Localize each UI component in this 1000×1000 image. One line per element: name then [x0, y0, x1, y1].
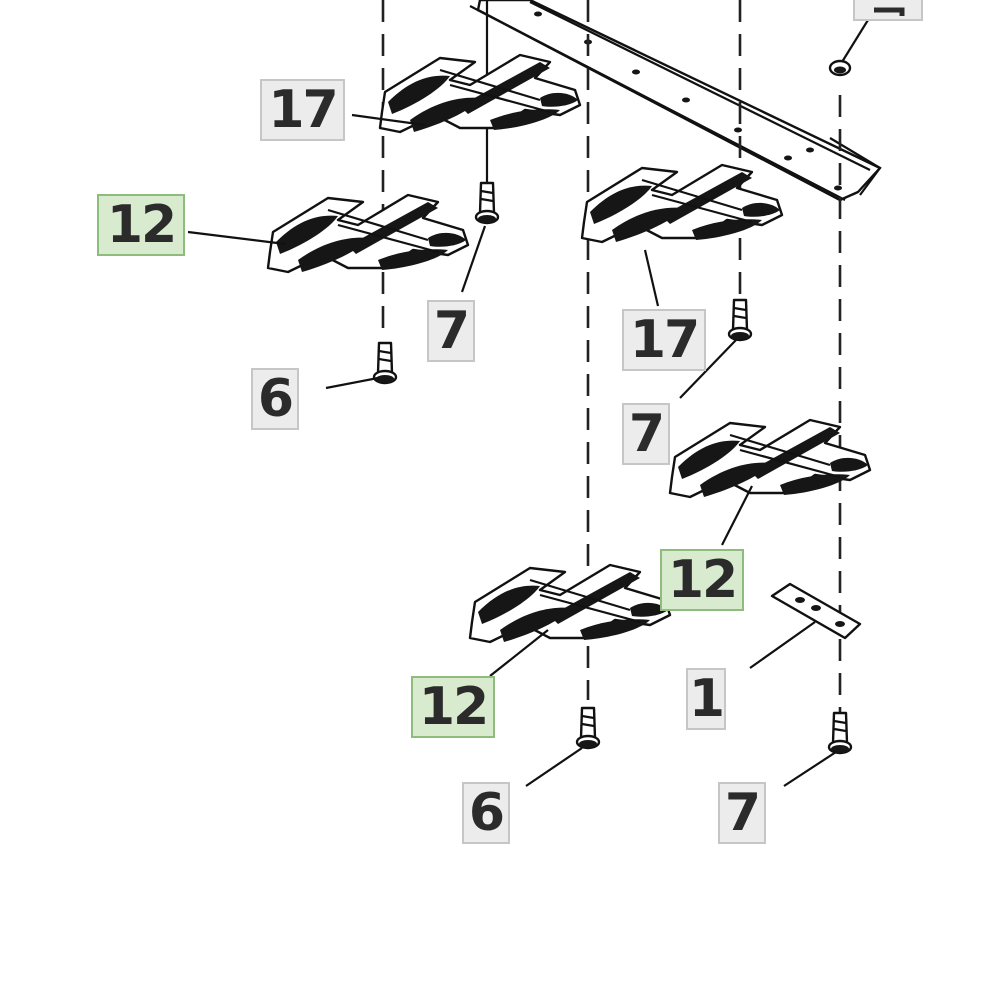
callout-6-lower: 6: [462, 782, 510, 844]
callout-7-upper: 7: [427, 300, 475, 362]
callout-12-lower: 12: [411, 676, 495, 738]
leader-lines: [187, 113, 837, 787]
nut: [828, 19, 869, 77]
guard-17-upper: [378, 53, 582, 134]
callout-7-lower: 7: [718, 782, 766, 844]
callout-6-left: 6: [251, 368, 299, 430]
callout-1: 1: [686, 668, 726, 730]
bolt-7-c: [827, 711, 853, 755]
callout-17-upper: 17: [260, 79, 345, 141]
cutter-bar-beam: [469, 0, 882, 202]
bolt-7-b: [727, 298, 753, 342]
bolt-6-b: [575, 706, 601, 750]
clip-plate: [770, 582, 862, 640]
bolt-6-a: [372, 341, 398, 385]
guard-17-right: [580, 163, 784, 244]
guard-12-lower: [468, 563, 672, 644]
callout-7-mid: 7: [622, 403, 670, 465]
callout-12-right: 12: [660, 549, 744, 611]
bolt-7-a: [474, 181, 500, 225]
callout-12-left: 12: [97, 194, 185, 256]
callout-17-right: 17: [622, 309, 706, 371]
partial-callout-top: [853, 0, 923, 21]
guard-12-left: [266, 193, 470, 274]
